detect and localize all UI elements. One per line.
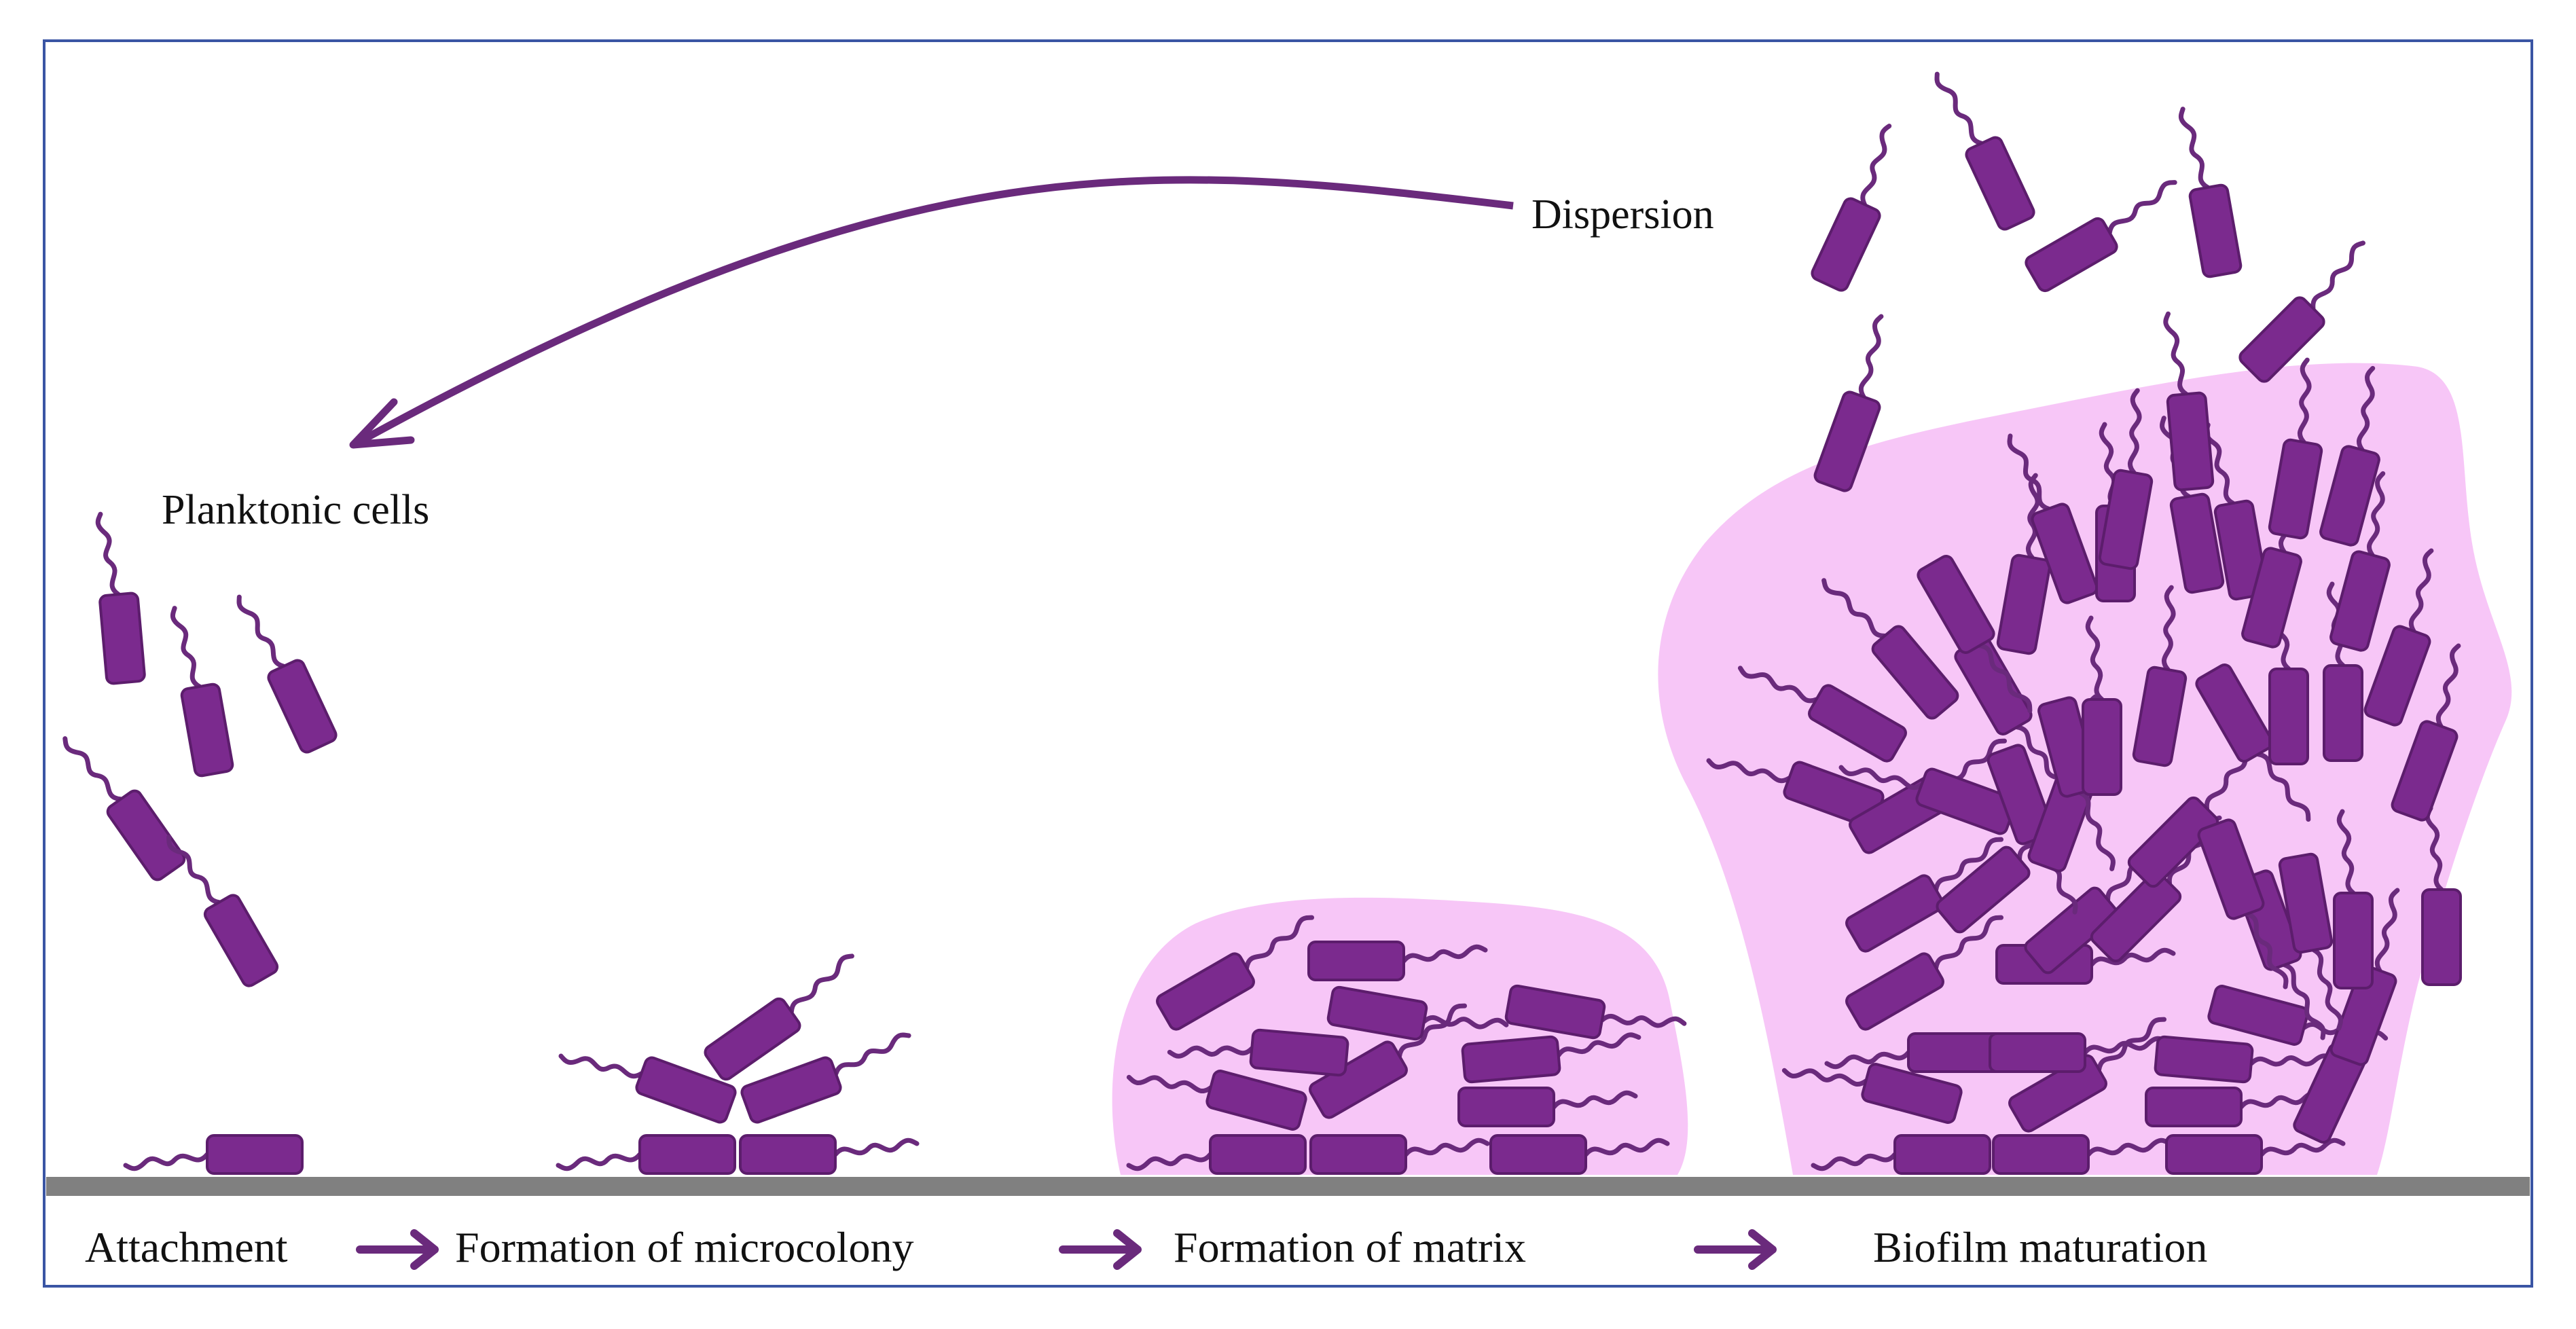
bacterium-icon (1917, 555, 2033, 714)
bacterium-icon (1737, 666, 1907, 763)
bacterium-icon (2391, 643, 2461, 822)
bacterium-icon (1309, 1134, 1490, 1175)
bacterium-icon (1934, 71, 2035, 231)
bacterium-icon (2025, 180, 2177, 293)
stage-attachment-label: Attachment (85, 1223, 288, 1271)
bacterium-icon (1309, 1003, 1468, 1119)
bacterium-icon (2268, 357, 2323, 540)
bacterium-icon (2163, 311, 2215, 492)
stage-microcolony-label: Formation of microcolony (455, 1223, 914, 1271)
bacterium-icon (2178, 107, 2243, 278)
bacterium-icon (1845, 915, 2004, 1031)
bacterium-icon (1126, 1070, 1307, 1131)
bacterium-icon (2329, 471, 2391, 652)
bacterium-icon (1326, 985, 1509, 1041)
bacterium-icon (1992, 1134, 2173, 1175)
bacterium-icon (2132, 585, 2188, 767)
bacterium-icon (740, 1032, 911, 1124)
bacterium-icon (2238, 240, 2366, 383)
right-arrow-icon (356, 1229, 439, 1270)
bacterium-icon (1126, 1134, 1307, 1175)
bacterium-icon (1167, 1028, 1349, 1077)
bacterium-icon (2098, 388, 2154, 570)
bacterium-icon (1461, 1032, 1641, 1084)
bacterium-icon (1989, 1032, 2169, 1073)
bacterium-icon (236, 594, 338, 754)
bacterium-icon (2363, 548, 2434, 727)
bacterium-icon (1706, 758, 1885, 829)
bacterium-icon (2082, 615, 2122, 796)
bacterium-icon (1307, 941, 1488, 981)
bacterium-icon (556, 1134, 736, 1175)
bacterium-icon (558, 1053, 737, 1124)
bacterium-icon (2319, 365, 2380, 547)
bacterium-icon (704, 953, 854, 1081)
bacterium-icon (2145, 1087, 2325, 1127)
figure-frame (43, 39, 2533, 1288)
bacterium-icon (1781, 1063, 1963, 1124)
bacterium-icon (2127, 740, 2260, 888)
bacterium-icon (1996, 473, 2052, 655)
bacterium-icon (2195, 663, 2311, 822)
bacterium-icon (1811, 1134, 1991, 1175)
bacterium-icon (2165, 1134, 2346, 1175)
stage-maturation-label: Biofilm maturation (1873, 1223, 2208, 1271)
bacterium-icon (1504, 984, 1687, 1040)
bacterium-icon (1845, 837, 2004, 953)
bacterium-icon (95, 511, 146, 685)
bacterium-icon (2278, 852, 2343, 1031)
dispersion-curved-arrow (358, 176, 1514, 445)
bacterium-icon (1156, 915, 1315, 1031)
curved-arrow-head-icon (349, 398, 415, 449)
planktonic-cells-label: Planktonic cells (162, 487, 430, 533)
substrate-surface (46, 1177, 2530, 1196)
bacterium-icon (739, 1134, 920, 1175)
bacterium-icon (1813, 314, 1884, 492)
bacterium-icon (2197, 818, 2289, 989)
dispersion-label: Dispersion (1531, 192, 1714, 238)
right-arrow-icon (1059, 1229, 1142, 1270)
bacterium-icon (1811, 124, 1892, 292)
bacterium-icon (2421, 805, 2462, 986)
right-arrow-icon (1694, 1229, 1777, 1270)
bacterium-icon (1489, 1134, 1670, 1175)
bacterium-icon (2007, 433, 2099, 604)
stage-matrix-label: Formation of matrix (1174, 1223, 1527, 1271)
bacterium-icon (1821, 578, 1959, 720)
bacterium-icon (123, 1134, 304, 1175)
bacterium-icon (1457, 1087, 1638, 1127)
bacterium-icon (62, 736, 186, 881)
bacterium-icon (2008, 1017, 2167, 1133)
bacterium-icon (2154, 1035, 2336, 1084)
bacterium-icon (2333, 809, 2374, 989)
bacterium-icon (2329, 888, 2400, 1066)
bacterium-icon (170, 606, 234, 778)
bacterium-icon (166, 835, 279, 987)
